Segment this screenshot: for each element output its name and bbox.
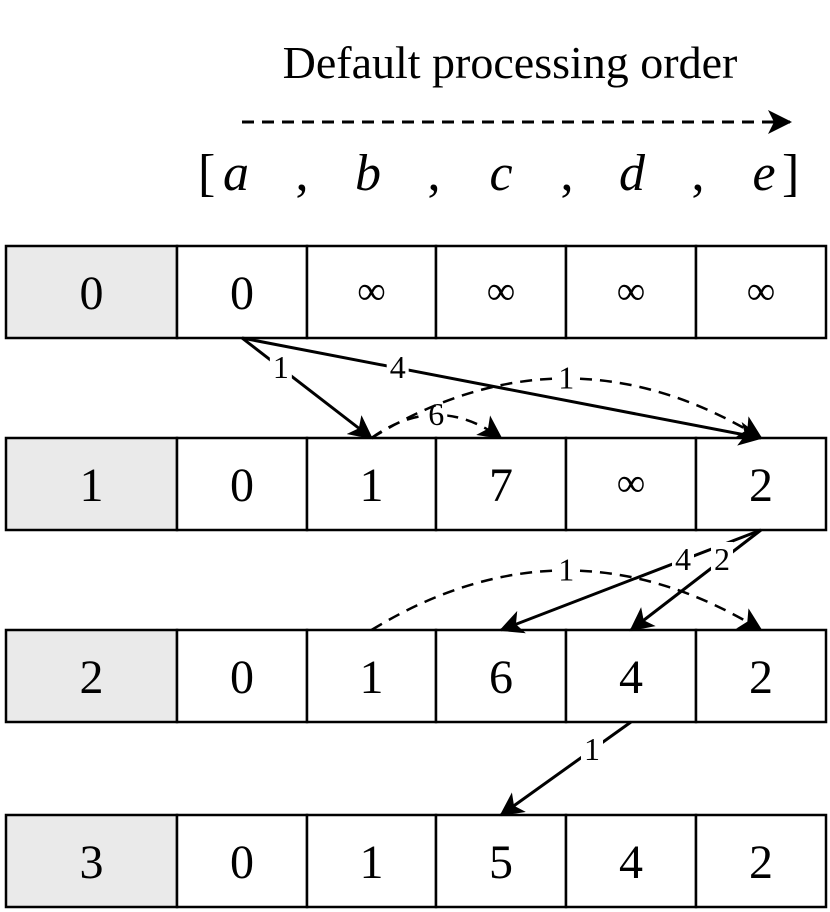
distance-value: 0 bbox=[230, 651, 254, 704]
edge-weight-bg bbox=[555, 552, 578, 583]
vertex-separator: , bbox=[428, 145, 441, 202]
distance-value: 7 bbox=[489, 459, 513, 512]
distance-value: ∞ bbox=[617, 460, 646, 505]
distance-value: 4 bbox=[619, 836, 643, 889]
vertex-separator: , bbox=[561, 145, 574, 202]
distance-value: ∞ bbox=[357, 268, 386, 313]
edge-weight: 6 bbox=[428, 396, 444, 432]
distance-cell bbox=[694, 436, 828, 532]
iteration-number: 0 bbox=[80, 267, 104, 320]
distance-value: ∞ bbox=[747, 268, 776, 313]
edge-weight: 1 bbox=[558, 359, 574, 395]
distance-value: 1 bbox=[360, 459, 384, 512]
edge-weight-bg bbox=[672, 542, 694, 572]
edge: 6 bbox=[370, 396, 503, 440]
iteration-number: 3 bbox=[80, 836, 104, 889]
edge: 1 bbox=[241, 336, 374, 440]
edge: 2 bbox=[629, 528, 762, 632]
edge-weight-bg bbox=[581, 731, 603, 762]
distance-cell bbox=[305, 628, 438, 724]
distance-value: ∞ bbox=[487, 268, 516, 313]
distance-cell bbox=[694, 813, 828, 909]
table-row: 1 0 1 7 ∞ 2 bbox=[4, 436, 828, 532]
table-row: 3 0 1 5 4 2 bbox=[4, 813, 828, 909]
distance-cell bbox=[564, 244, 698, 340]
iteration-cell bbox=[4, 436, 179, 532]
edge-weight: 4 bbox=[675, 541, 691, 577]
distance-value: 0 bbox=[230, 836, 254, 889]
iteration-cell bbox=[4, 244, 179, 340]
distance-cell bbox=[305, 244, 438, 340]
distance-value: 1 bbox=[360, 651, 384, 704]
edge: 1 bbox=[499, 720, 632, 817]
vertex-separator: , bbox=[692, 145, 705, 202]
vertex-separator: , bbox=[296, 145, 309, 202]
edge-weight: 2 bbox=[714, 541, 730, 577]
edge: 1 bbox=[370, 359, 763, 440]
edge-weight: 1 bbox=[273, 349, 289, 385]
distance-cell bbox=[434, 244, 568, 340]
vertex-label-b: b bbox=[355, 145, 381, 202]
distance-cell bbox=[564, 628, 698, 724]
solid-edge-line bbox=[241, 336, 374, 440]
bracket-open: [ bbox=[198, 145, 215, 202]
distance-cell bbox=[694, 244, 828, 340]
distance-value: 2 bbox=[749, 836, 773, 889]
distance-cell bbox=[694, 628, 828, 724]
edge-weight-bg bbox=[425, 396, 448, 427]
distance-cell bbox=[305, 813, 438, 909]
iteration-cell bbox=[4, 813, 179, 909]
distance-value: 2 bbox=[749, 459, 773, 512]
distance-cell bbox=[175, 436, 309, 532]
vertex-label-a: a bbox=[223, 145, 249, 202]
vertex-order-list: [a, b, c, d, e] bbox=[198, 145, 799, 202]
distance-cell bbox=[305, 436, 438, 532]
edge-weight: 1 bbox=[558, 551, 574, 587]
distance-value: 5 bbox=[489, 836, 513, 889]
iteration-number: 2 bbox=[80, 651, 104, 704]
vertex-label-c: c bbox=[489, 145, 512, 202]
distance-value: 6 bbox=[489, 651, 513, 704]
distance-cell bbox=[434, 628, 568, 724]
distance-cell bbox=[175, 813, 309, 909]
edge-weight-bg bbox=[555, 360, 578, 391]
iteration-number: 1 bbox=[80, 459, 104, 512]
solid-edge-line bbox=[241, 336, 763, 446]
table-row: 2 0 1 6 4 2 bbox=[4, 628, 828, 724]
distance-value: ∞ bbox=[617, 268, 646, 313]
solid-edge-line bbox=[499, 720, 632, 817]
edge-weight: 4 bbox=[390, 349, 406, 385]
distance-value: 0 bbox=[230, 267, 254, 320]
edge-weight-bg bbox=[711, 542, 733, 572]
solid-edge-line bbox=[629, 528, 762, 632]
distance-value: 1 bbox=[360, 836, 384, 889]
distance-value: 2 bbox=[749, 651, 773, 704]
edge-weight-bg bbox=[386, 350, 409, 380]
vertex-label-e: e bbox=[752, 145, 775, 202]
distance-value: 0 bbox=[230, 459, 254, 512]
processing-order-title: Default processing order bbox=[283, 37, 738, 88]
edge: 1 bbox=[370, 551, 763, 632]
distance-cell bbox=[175, 628, 309, 724]
vertex-label-d: d bbox=[619, 145, 646, 202]
bracket-close: ] bbox=[782, 145, 799, 202]
edge: 4 bbox=[241, 336, 763, 446]
distance-value: 4 bbox=[619, 651, 643, 704]
edge-weight: 1 bbox=[584, 731, 600, 767]
table-row: 0 0 ∞ ∞ ∞ ∞ bbox=[4, 244, 828, 340]
distance-cell bbox=[564, 436, 698, 532]
edge-weight-bg bbox=[269, 350, 292, 380]
